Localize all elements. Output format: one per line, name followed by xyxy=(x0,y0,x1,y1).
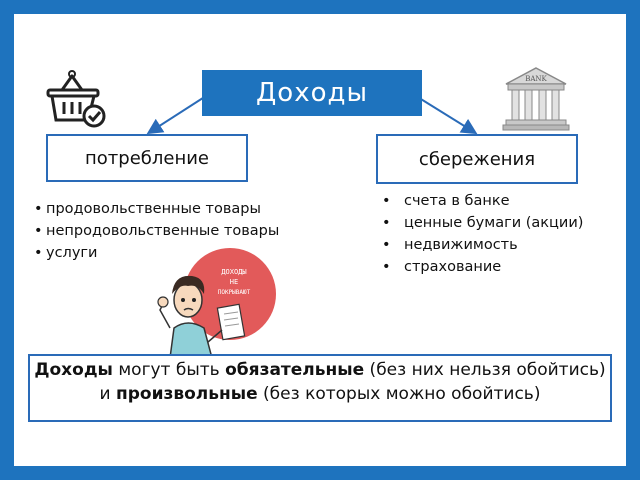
consumption-list: продовольственные товары непродовольстве… xyxy=(32,198,279,264)
list-item: ценные бумаги (акции) xyxy=(380,212,583,234)
bubble-line-2: НЕ xyxy=(230,278,238,286)
title-box: Доходы xyxy=(202,70,422,116)
note-text-mandatory-desc: (без них нельзя обойтись) xyxy=(364,360,606,380)
worried-person-illustration: ДОХОДЫ НЕ ПОКРЫВАЮТ xyxy=(157,248,276,358)
bank-sign-text: BANK xyxy=(525,75,547,83)
note-word-incomes: Доходы xyxy=(34,360,113,380)
note-text-optional-desc: (без которых можно обойтись) xyxy=(257,384,541,404)
shopping-basket-icon xyxy=(46,70,106,128)
speech-bubble xyxy=(184,248,276,340)
consumption-label: потребление xyxy=(85,147,209,169)
savings-label: сбережения xyxy=(418,148,536,170)
list-item: недвижимость xyxy=(380,234,583,256)
arrows xyxy=(146,95,478,135)
arrow-to-savings xyxy=(415,95,478,135)
consumption-box: потребление xyxy=(46,134,248,182)
note-text: Доходы могут быть обязательные (без них … xyxy=(14,358,626,406)
list-item: счета в банке xyxy=(380,190,583,212)
note-word-optional: произвольные xyxy=(115,384,258,404)
note-word-mandatory: обязательные xyxy=(225,360,365,380)
note-text-can-be: могут быть xyxy=(112,360,226,380)
note-line-2: и произвольные (без которых можно обойти… xyxy=(14,382,626,406)
note-line-1: Доходы могут быть обязательные (без них … xyxy=(14,358,626,382)
list-item: продовольственные товары xyxy=(32,198,279,220)
list-item: страхование xyxy=(380,256,583,278)
list-item: услуги xyxy=(32,242,279,264)
note-text-and: и xyxy=(99,384,116,404)
savings-list: счета в банке ценные бумаги (акции) недв… xyxy=(380,190,583,278)
note-box xyxy=(28,354,612,422)
bubble-line-1: ДОХОДЫ xyxy=(221,268,246,276)
diagram-title: Доходы xyxy=(255,78,369,108)
list-item: непродовольственные товары xyxy=(32,220,279,242)
arrow-to-consumption xyxy=(146,95,207,135)
bank-building-icon: BANK xyxy=(502,67,570,131)
savings-box: сбережения xyxy=(376,134,578,184)
bubble-line-3: ПОКРЫВАЮТ xyxy=(218,289,251,296)
